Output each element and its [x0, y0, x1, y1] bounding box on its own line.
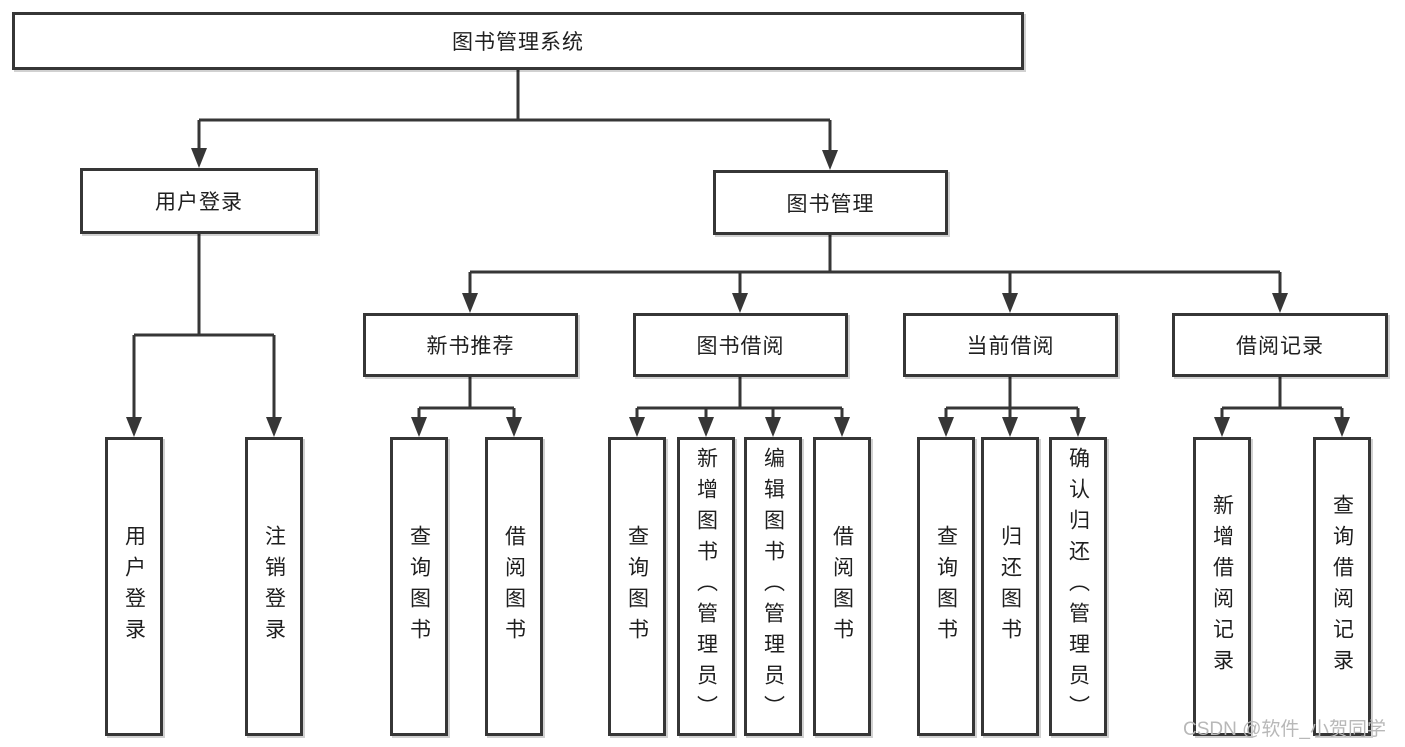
node-root: 图书管理系统 [12, 12, 1024, 70]
leaf-borrow-query-books: 查询图书 [608, 437, 666, 736]
leaf-records-add-record-label: 新增借阅记录 [1210, 493, 1234, 680]
leaf-borrow-borrow-books: 借阅图书 [813, 437, 871, 736]
node-book-management-label: 图书管理 [786, 192, 875, 216]
leaf-borrow-query-books-label: 查询图书 [625, 524, 649, 649]
node-new-book-recommend-label: 新书推荐 [426, 335, 515, 358]
node-borrow-records-label: 借阅记录 [1236, 335, 1324, 358]
node-root-label: 图书管理系统 [452, 31, 584, 54]
leaf-records-add-record: 新增借阅记录 [1193, 437, 1251, 736]
node-new-book-recommend: 新书推荐 [363, 313, 578, 377]
node-book-management: 图书管理 [713, 170, 948, 235]
leaf-current-return-books-label: 归还图书 [998, 524, 1022, 649]
leaf-recommend-query-books: 查询图书 [390, 437, 448, 736]
leaf-current-query-books: 查询图书 [917, 437, 975, 736]
leaf-logout-login-label: 注销登录 [262, 524, 286, 649]
leaf-current-query-books-label: 查询图书 [934, 524, 958, 649]
node-current-borrow-label: 当前借阅 [966, 335, 1055, 358]
node-book-borrow-label: 图书借阅 [696, 335, 785, 358]
node-user-login: 用户登录 [80, 168, 318, 234]
leaf-recommend-borrow-books: 借阅图书 [485, 437, 543, 736]
leaf-current-confirm-return-admin-label: 确认归还（管理员） [1066, 447, 1090, 726]
leaf-borrow-edit-books-admin-label: 编辑图书（管理员） [761, 447, 785, 726]
leaf-current-return-books: 归还图书 [981, 437, 1039, 736]
leaf-recommend-query-books-label: 查询图书 [407, 524, 431, 649]
node-current-borrow: 当前借阅 [903, 313, 1118, 377]
leaf-records-query-record: 查询借阅记录 [1313, 437, 1371, 736]
leaf-logout-login: 注销登录 [245, 437, 303, 736]
leaf-user-login: 用户登录 [105, 437, 163, 736]
leaf-borrow-add-books-admin-label: 新增图书（管理员） [694, 447, 718, 726]
leaf-borrow-borrow-books-label: 借阅图书 [830, 524, 854, 649]
leaf-borrow-add-books-admin: 新增图书（管理员） [677, 437, 735, 736]
node-user-login-label: 用户登录 [155, 191, 243, 214]
leaf-recommend-borrow-books-label: 借阅图书 [502, 524, 526, 649]
node-book-borrow: 图书借阅 [633, 313, 848, 377]
leaf-borrow-edit-books-admin: 编辑图书（管理员） [744, 437, 802, 736]
leaf-user-login-label: 用户登录 [122, 524, 146, 649]
watermark-text: CSDN @软件_小贺同学 [1183, 719, 1386, 740]
leaf-records-query-record-label: 查询借阅记录 [1330, 493, 1354, 680]
leaf-current-confirm-return-admin: 确认归还（管理员） [1049, 437, 1107, 736]
node-borrow-records: 借阅记录 [1172, 313, 1388, 377]
